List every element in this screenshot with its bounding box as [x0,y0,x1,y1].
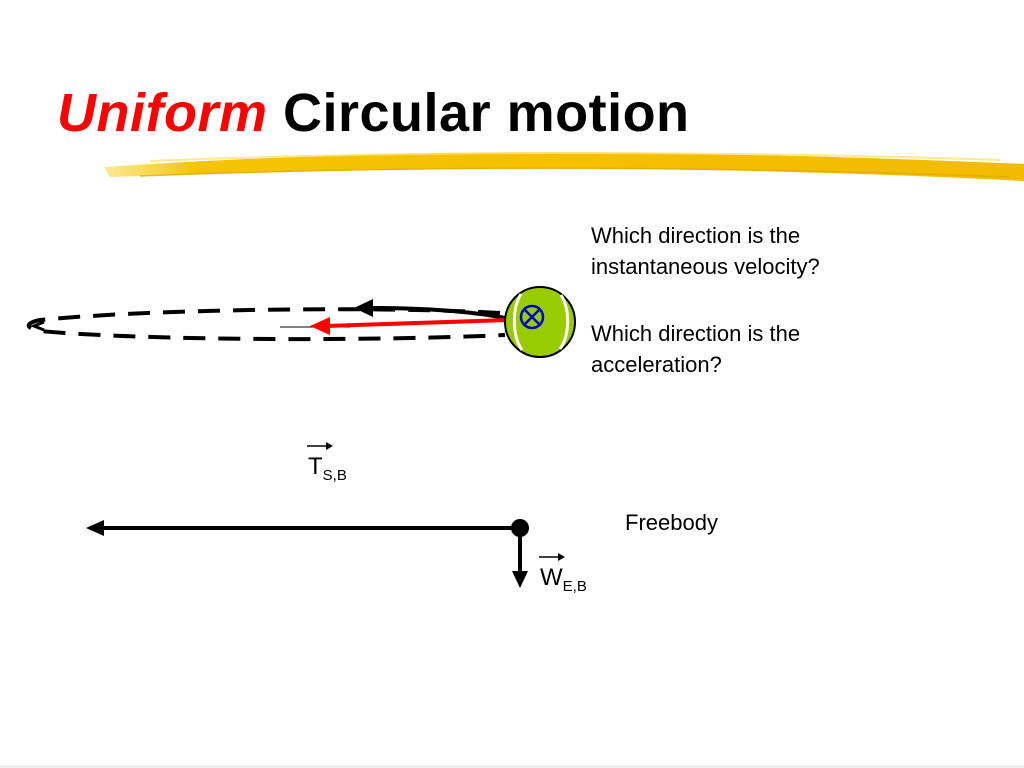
tennis-ball [504,286,576,358]
title-highlight [104,151,1024,181]
velocity-arrow [371,306,506,320]
acceleration-arrow [325,318,509,328]
slide-bottom-edge [0,765,1024,768]
velocity-question: Which direction is the instantaneous vel… [591,223,820,279]
weight-arrowhead [512,571,528,588]
into-page-icon [519,304,545,330]
weight-label: WE,B [539,553,587,594]
tension-symbol: T [308,453,323,480]
velocity-arrowhead [354,299,373,317]
orbit-path [26,307,506,342]
tension-subscript: S,B [322,467,347,484]
orbit-endcap [29,320,45,332]
title-accent: Uniform [57,83,268,143]
tension-arrowhead [86,520,104,536]
acceleration-question: Which direction is the acceleration? [591,321,801,377]
acceleration-arrowhead [310,317,330,335]
tension-label: TS,B [307,442,347,483]
weight-symbol: W [540,564,563,591]
freebody-label: Freebody [625,510,718,535]
vector-arrow-icon [307,442,333,450]
weight-subscript: E,B [562,578,587,595]
page-title: Uniform Circular motion [57,82,690,144]
freebody-point [511,519,529,537]
vector-arrow-icon [539,553,565,561]
title-rest: Circular motion [283,83,690,143]
